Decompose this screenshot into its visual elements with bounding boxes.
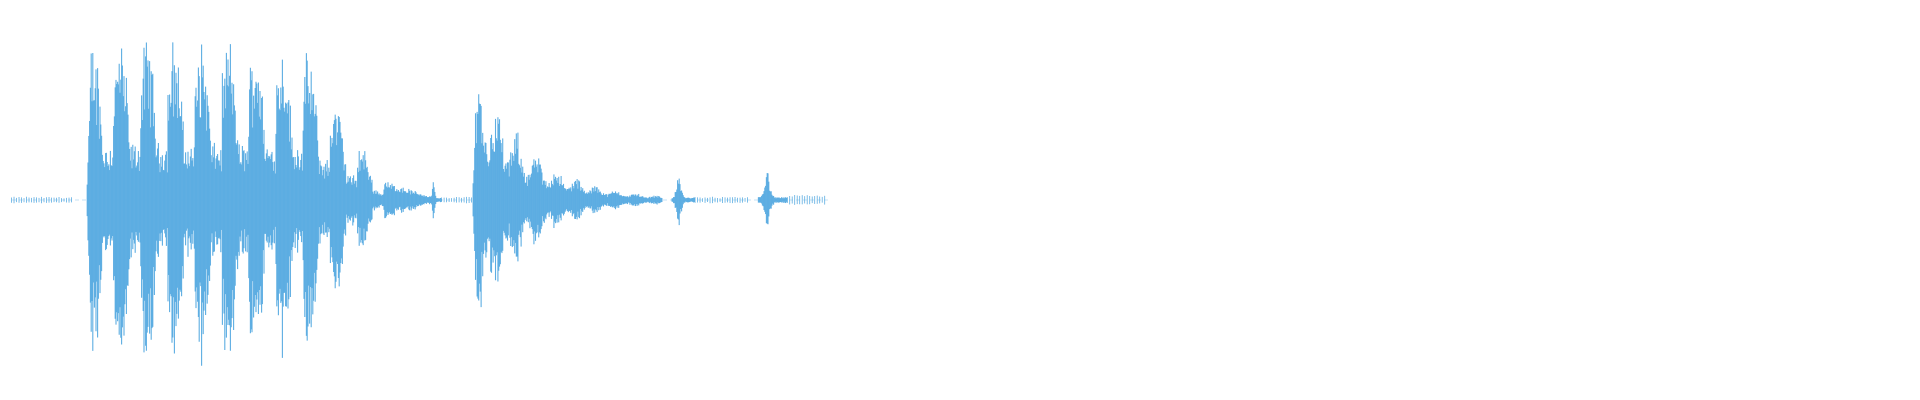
waveform-samples: [11, 42, 826, 366]
